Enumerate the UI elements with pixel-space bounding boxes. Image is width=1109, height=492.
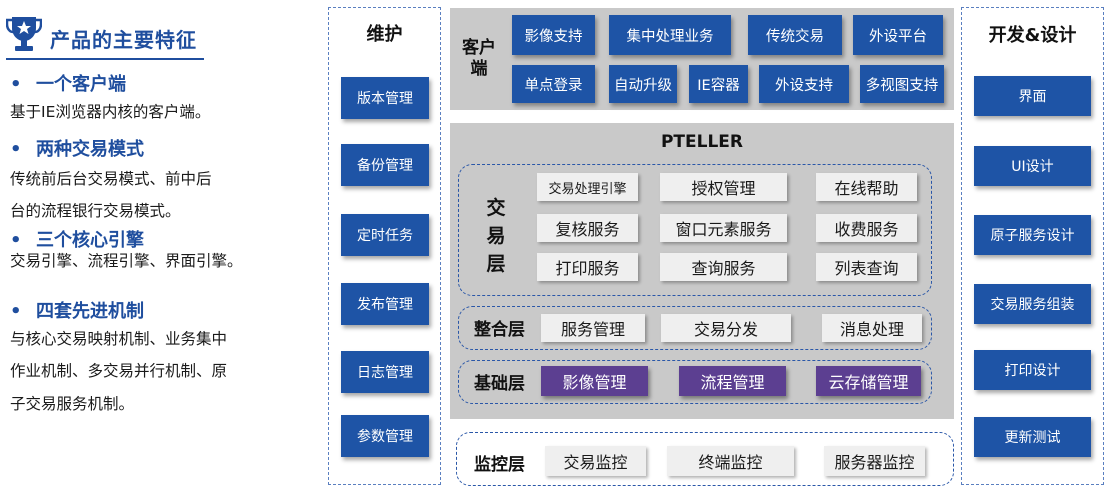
- features-panel: 产品的主要特征 • 一个客户端 基于IE浏览器内核的客户端。 • 两种交易模式 传统…: [0, 0, 300, 492]
- maintenance-item[interactable]: 日志管理: [341, 351, 429, 393]
- integration-service[interactable]: 交易分发: [661, 314, 791, 342]
- dev-design-item[interactable]: UI设计: [974, 146, 1091, 186]
- integration-layer-label: 整合层: [474, 320, 525, 340]
- feature-desc: 传统前后台交易模式、前中后: [10, 170, 212, 188]
- dev-design-item[interactable]: 打印设计: [974, 350, 1091, 390]
- feature-desc: 交易引擎、流程引擎、界面引擎。: [10, 252, 243, 270]
- pteller-title: PTELLER: [660, 132, 744, 152]
- integration-service[interactable]: 服务管理: [541, 314, 645, 342]
- monitor-service[interactable]: 终端监控: [667, 446, 794, 476]
- maintenance-item[interactable]: 定时任务: [341, 214, 429, 256]
- maintenance-column: 维护: [328, 7, 441, 485]
- trophy-icon: [6, 17, 42, 51]
- bullet: •: [10, 230, 22, 251]
- transaction-service[interactable]: 复核服务: [537, 214, 638, 242]
- integration-layer: [458, 306, 932, 350]
- title-underline: [6, 58, 204, 60]
- dev-design-item[interactable]: 交易服务组装: [974, 284, 1091, 324]
- base-layer: [458, 360, 932, 404]
- transaction-service[interactable]: 交易处理引擎: [537, 173, 638, 201]
- client-feature-button[interactable]: 外设支持: [759, 65, 849, 103]
- client-feature-button[interactable]: IE容器: [689, 65, 748, 103]
- client-label: 客户端: [462, 38, 496, 79]
- transaction-service[interactable]: 授权管理: [660, 173, 787, 201]
- monitor-layer-label: 监控层: [474, 455, 525, 475]
- feature-title: • 两种交易模式: [10, 135, 144, 161]
- feature-title: • 一个客户端: [10, 70, 126, 96]
- base-layer-label: 基础层: [474, 374, 525, 394]
- bullet: •: [10, 139, 22, 160]
- base-service[interactable]: 流程管理: [679, 366, 786, 396]
- bullet: •: [10, 301, 22, 322]
- maintenance-item[interactable]: 备份管理: [341, 144, 429, 186]
- transaction-layer-label: 交易层: [486, 197, 506, 275]
- feature-desc: 子交易服务机制。: [10, 395, 135, 413]
- feature-desc: 作业机制、多交易并行机制、原: [10, 362, 228, 380]
- dev-design-item[interactable]: 界面: [974, 76, 1091, 116]
- dev-design-column: 开发&设计: [961, 7, 1104, 485]
- client-feature-button[interactable]: 影像支持: [512, 15, 595, 55]
- transaction-service[interactable]: 窗口元素服务: [660, 214, 787, 242]
- transaction-service[interactable]: 查询服务: [660, 253, 787, 281]
- client-feature-button[interactable]: 多视图支持: [860, 65, 944, 103]
- dev-design-item[interactable]: 更新测试: [974, 417, 1091, 457]
- feature-title-text: 一个客户端: [36, 74, 126, 95]
- client-feature-button[interactable]: 单点登录: [512, 65, 595, 103]
- feature-title: • 四套先进机制: [10, 297, 144, 323]
- maintenance-item[interactable]: 发布管理: [341, 283, 429, 325]
- client-feature-button[interactable]: 传统交易: [748, 15, 842, 55]
- monitor-service[interactable]: 服务器监控: [824, 446, 925, 476]
- base-service[interactable]: 影像管理: [541, 366, 648, 396]
- feature-desc: 基于IE浏览器内核的客户端。: [10, 103, 211, 121]
- client-feature-button[interactable]: 外设平台: [853, 15, 943, 55]
- client-feature-button[interactable]: 集中处理业务: [609, 15, 731, 55]
- feature-desc: 与核心交易映射机制、业务集中: [10, 330, 228, 348]
- feature-desc: 台的流程银行交易模式。: [10, 202, 181, 220]
- maintenance-item[interactable]: 参数管理: [341, 415, 429, 457]
- feature-title-text: 三个核心引擎: [36, 230, 144, 251]
- transaction-layer: [458, 164, 932, 296]
- dev-design-item[interactable]: 原子服务设计: [974, 215, 1091, 255]
- bullet: •: [10, 74, 22, 95]
- maintenance-item[interactable]: 版本管理: [341, 77, 429, 119]
- transaction-service[interactable]: 在线帮助: [816, 173, 917, 201]
- dev-design-title: 开发&设计: [988, 25, 1077, 46]
- feature-title-text: 四套先进机制: [36, 301, 144, 322]
- feature-title: • 三个核心引擎: [10, 226, 144, 252]
- features-title: 产品的主要特征: [50, 28, 197, 52]
- feature-title-text: 两种交易模式: [36, 139, 144, 160]
- integration-service[interactable]: 消息处理: [822, 314, 922, 342]
- transaction-service[interactable]: 收费服务: [816, 214, 917, 242]
- monitor-service[interactable]: 交易监控: [545, 446, 646, 476]
- base-service[interactable]: 云存储管理: [816, 366, 921, 396]
- transaction-service[interactable]: 打印服务: [537, 253, 638, 281]
- maintenance-title: 维护: [366, 24, 403, 45]
- client-feature-button[interactable]: 自动升级: [609, 65, 677, 103]
- transaction-service[interactable]: 列表查询: [816, 253, 917, 281]
- monitor-layer: [456, 432, 954, 486]
